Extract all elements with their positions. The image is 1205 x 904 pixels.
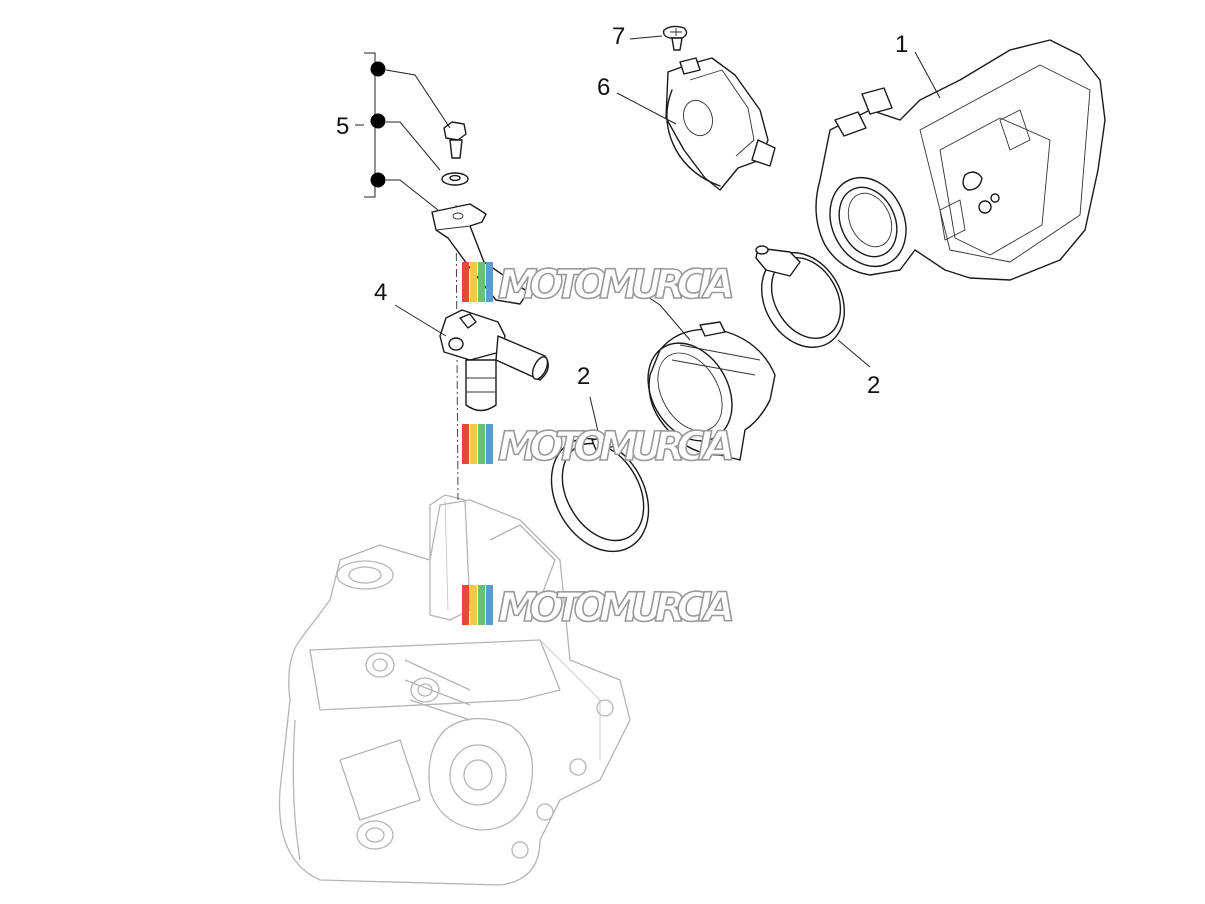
callout-4: 4 [374,279,387,306]
cylinder-head-ghost [278,494,631,886]
callout-1: 1 [895,31,908,58]
screw-part [662,25,688,51]
kit-dot-3 [370,172,386,188]
watermark-stripe [478,424,485,464]
callout-2-left: 2 [577,363,590,390]
intake-manifold [647,321,776,461]
watermark-3: MOTOMURCIA [462,584,738,632]
injector-part [439,309,549,412]
watermark-2: MOTOMURCIA [462,423,738,471]
bolt-part [443,121,467,159]
throttle-body-part [815,39,1106,281]
watermark-stripe [470,424,477,464]
watermark-text: MOTOMURCIA [498,424,738,470]
callout-6: 6 [597,74,610,101]
watermark-stripe [478,585,485,625]
watermark-stripe [462,424,469,464]
kit-dot-1 [370,61,386,77]
watermark-stripe [478,262,485,302]
clamp-ring-left [550,435,650,553]
watermark-stripe [470,585,477,625]
callout-5: 5 [336,113,349,140]
watermark-stripe [462,585,469,625]
watermark-stripe [462,262,469,302]
hose-clamp-right [755,245,846,348]
watermark-stripe [470,262,477,302]
watermark-stripe [486,424,493,464]
watermark-text: MOTOMURCIA [498,585,738,631]
bracket-part [431,203,529,305]
watermark-stripe [486,262,493,302]
leader-lines [355,35,941,441]
callout-7: 7 [612,23,625,50]
watermark-1: MOTOMURCIA [462,261,738,309]
watermark-stripe [486,585,493,625]
kit-dot-2 [370,113,386,129]
washer-part [441,172,469,186]
cover-part [665,57,776,191]
callout-2-right: 2 [867,372,880,399]
watermark-text: MOTOMURCIA [498,262,738,308]
